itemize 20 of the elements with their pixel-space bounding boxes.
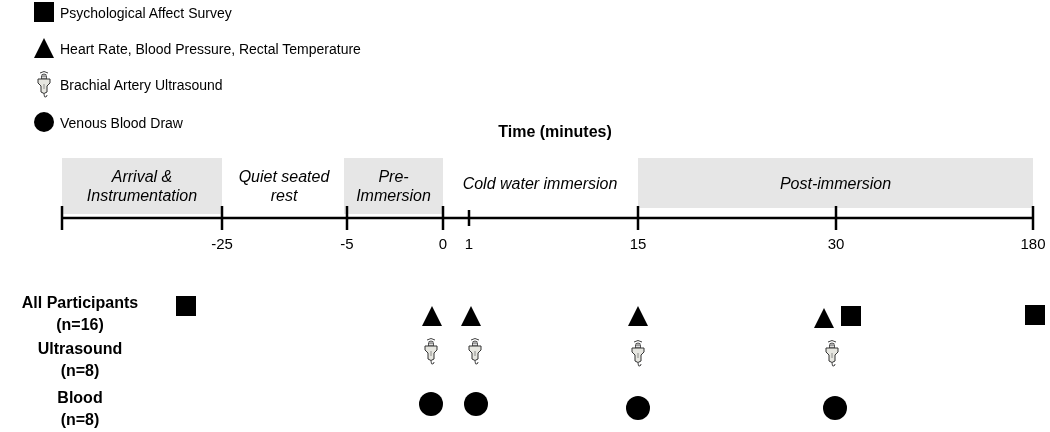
tick-label: 0 [437,234,449,254]
tick-label: -25 [210,234,234,254]
tick-label: 1 [463,234,475,254]
tick-label: 30 [826,234,846,254]
legend-label: Psychological Affect Survey [60,4,232,23]
row-label: Blood (n=8) [56,388,104,430]
row-label: Ultrasound (n=8) [36,339,124,381]
legend-label: Heart Rate, Blood Pressure, Rectal Temperature [60,40,361,59]
shaded-phase-band: Pre-Immersion [344,158,443,214]
shaded-phase-band: Post-immersion [638,158,1033,208]
shaded-phase-band: Arrival & Instrumentation [62,158,222,214]
tick-label: 15 [628,234,648,254]
legend-label: Venous Blood Draw [60,114,183,133]
phase-label: Cold water immersion [446,158,634,208]
row-label: All Participants (n=16) [20,293,140,335]
phase-label: Quiet seated rest [232,158,336,214]
legend-label: Brachial Artery Ultrasound [60,76,223,95]
tick-label: 180 [1019,234,1047,254]
timeline-title: Time (minutes) [498,122,612,142]
tick-label: -5 [339,234,355,254]
